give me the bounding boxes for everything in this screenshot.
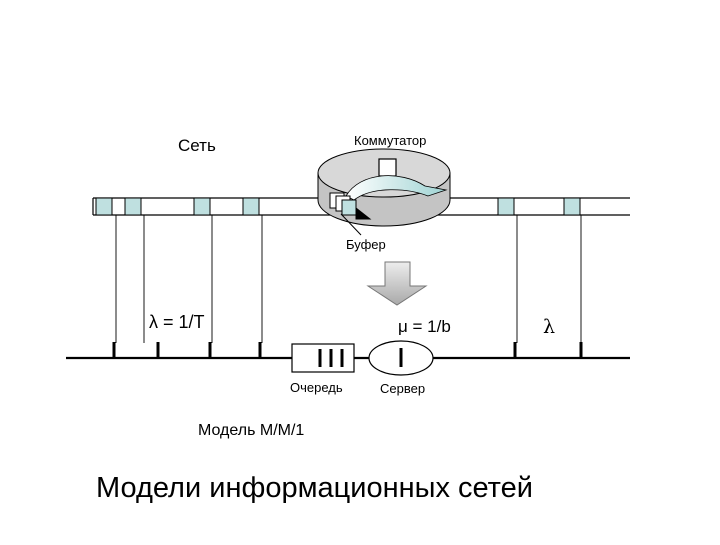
packet: [242, 197, 260, 216]
network-label: Сеть: [178, 136, 216, 155]
down-arrow: [366, 261, 428, 306]
network-packets: [95, 197, 581, 216]
switch-buffer: [329, 192, 372, 220]
queue-label: Очередь: [290, 380, 343, 395]
queue-box: [291, 343, 355, 373]
arrival-rate-label: λ = 1/T: [149, 312, 205, 332]
model-label: Модель M/M/1: [198, 422, 305, 439]
switch-flow-arrow: [345, 175, 448, 201]
arrival-ticks: [112, 342, 583, 358]
output-rate-label: λ: [543, 316, 556, 338]
buffer-pointer: [340, 213, 362, 236]
page-title: Модели информационных сетей: [96, 472, 533, 504]
packet: [497, 197, 515, 216]
server-ellipse: [368, 340, 434, 376]
switch-port-box: [378, 158, 397, 177]
packet: [124, 197, 142, 216]
projection-lines: [115, 215, 582, 343]
packet: [95, 197, 113, 216]
switch-label: Коммутатор: [354, 133, 427, 148]
packet: [563, 197, 581, 216]
switch-cylinder: [317, 148, 451, 227]
service-rate-label: μ = 1/b: [398, 317, 451, 336]
server-label: Сервер: [380, 381, 426, 396]
packet: [193, 197, 211, 216]
buffer-label: Буфер: [346, 237, 386, 252]
